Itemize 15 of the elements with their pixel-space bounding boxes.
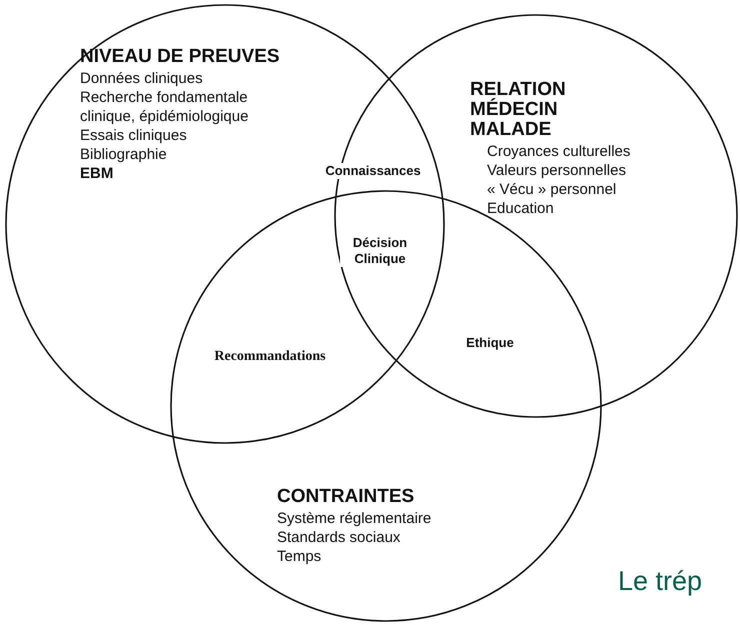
circle-item: Temps xyxy=(277,547,322,566)
circle-item: Standards sociaux xyxy=(277,528,402,547)
circle-heading: NIVEAU DE PREUVES xyxy=(80,47,280,67)
circle-heading: RELATION MÉDECIN MALADE xyxy=(470,80,567,140)
circle-item: « Vécu » personnel xyxy=(487,180,618,199)
circle-item: Recherche fondamentale clinique, épidémiologique xyxy=(80,88,250,126)
circle-item: EBM xyxy=(80,164,114,183)
circle-item: Croyances culturelles xyxy=(487,142,632,161)
circle-heading: CONTRAINTES xyxy=(277,487,414,507)
circle-item: Données cliniques xyxy=(80,69,204,88)
circle-item: Education xyxy=(487,199,555,218)
circle-item: Bibliographie xyxy=(80,145,168,164)
circle-item: Essais cliniques xyxy=(80,126,188,145)
circle-item: Système réglementaire xyxy=(277,509,432,528)
circle-item: Valeurs personnelles xyxy=(487,161,627,180)
